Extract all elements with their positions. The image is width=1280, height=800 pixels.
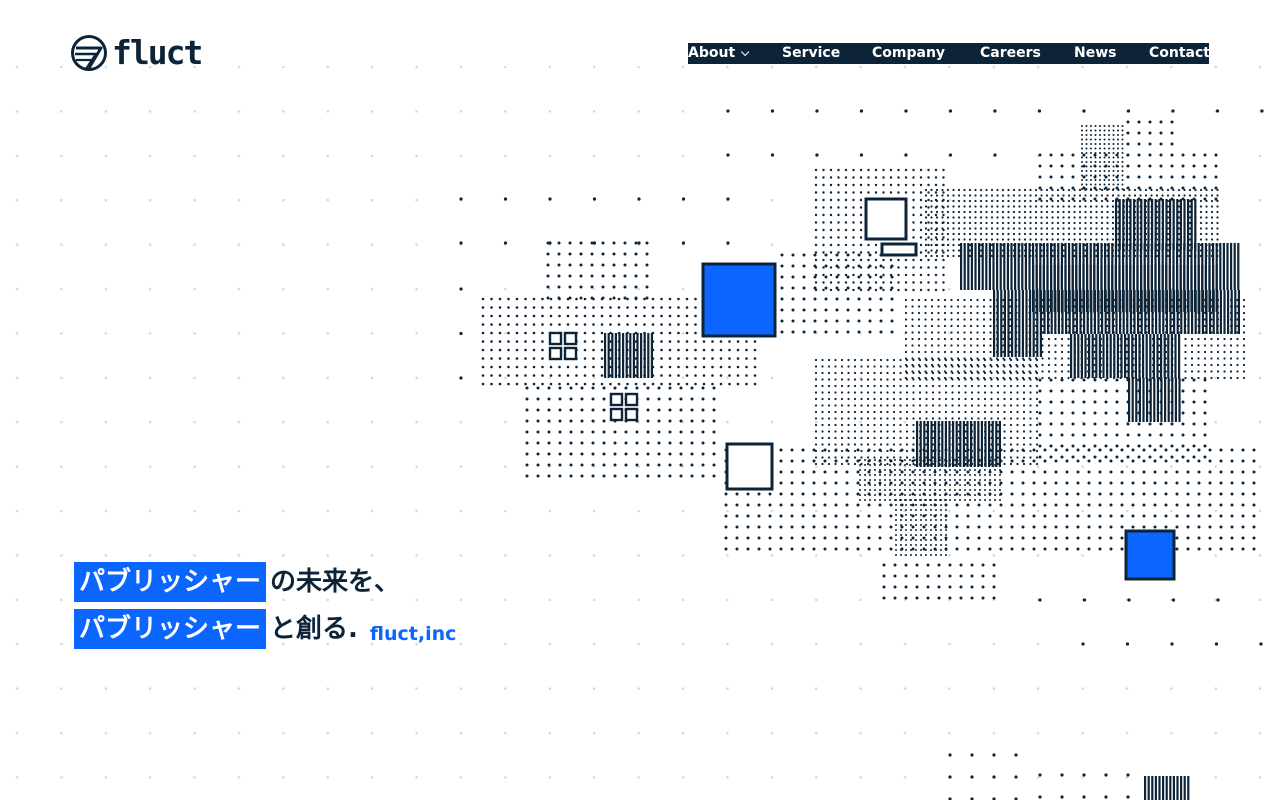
- map-squares: [548, 197, 1176, 581]
- map-dot-clusters: [459, 109, 1264, 800]
- hero-tagline: パブリッシャー の未来を、 パブリッシャー と創る. fluct,inc: [74, 562, 456, 656]
- tagline-highlight-2: パブリッシャー: [74, 609, 267, 649]
- tagline-line-1: パブリッシャー の未来を、: [74, 562, 456, 602]
- main-nav: About Service Company Careers News Conta…: [688, 43, 1210, 64]
- tagline-highlight-1: パブリッシャー: [74, 562, 267, 602]
- fluct-logo[interactable]: fluct: [70, 33, 203, 72]
- tagline-text-1: の未来を、: [270, 567, 401, 597]
- nav-item-company[interactable]: Company: [872, 45, 946, 61]
- nav-item-contact[interactable]: Contact: [1149, 45, 1210, 61]
- map-bar-clusters: [604, 199, 1240, 800]
- nav-item-about[interactable]: About: [688, 45, 750, 62]
- faint-dot-grid: [15, 65, 1262, 779]
- logo-text: fluct: [112, 33, 203, 72]
- fluct-logo-icon: [71, 35, 107, 71]
- tagline-line-2: パブリッシャー と創る. fluct,inc: [74, 609, 456, 649]
- nav-item-news[interactable]: News: [1074, 45, 1117, 61]
- nav-item-service[interactable]: Service: [782, 45, 841, 61]
- nav-label-about: About: [688, 45, 736, 61]
- nav-item-careers[interactable]: Careers: [980, 45, 1041, 61]
- company-name: fluct,inc: [369, 623, 457, 645]
- chevron-down-icon: [741, 47, 750, 57]
- tagline-text-2: と創る.: [270, 614, 358, 644]
